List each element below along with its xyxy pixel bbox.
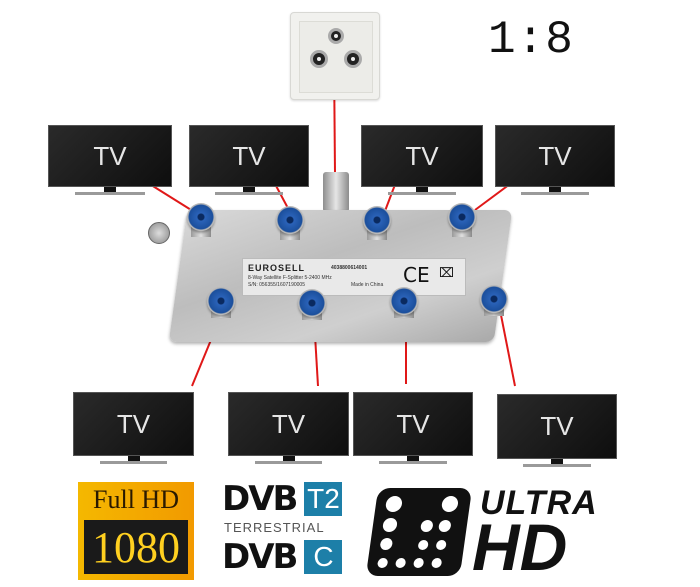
output-port-5 — [207, 287, 235, 315]
full-hd-1080-logo: Full HD 1080 — [78, 482, 194, 580]
tv-screen: TV — [353, 392, 473, 456]
tv-5: TV — [73, 392, 194, 464]
output-port-7 — [390, 287, 418, 315]
tv-6: TV — [228, 392, 349, 464]
tv-stand — [523, 464, 591, 467]
line-tv1 — [147, 182, 197, 214]
tv-1: TV — [48, 125, 172, 195]
brand-name: EUROSELL — [248, 263, 306, 273]
splitter-input-port — [323, 172, 349, 212]
tv-8: TV — [497, 394, 617, 467]
ean-code: 4038800614001 — [331, 265, 368, 271]
dvb-c-logo: DVB C — [222, 537, 343, 577]
output-port-1 — [187, 203, 215, 231]
tv-screen: TV — [361, 125, 483, 187]
terrestrial-text: TERRESTRIAL — [224, 520, 325, 535]
tv-7: TV — [353, 392, 473, 464]
tv-2: TV — [189, 125, 309, 195]
tv-stand — [521, 192, 589, 195]
tv-stand — [387, 192, 457, 195]
output-port-2 — [276, 206, 304, 234]
output-port-3 — [363, 206, 391, 234]
sat-port-icon — [328, 28, 344, 44]
ultra-text: ULTRA — [480, 484, 598, 522]
output-port-6 — [298, 289, 326, 317]
ultra-hd-logo: ULTRA HD — [365, 484, 622, 584]
split-ratio-label: 1:8 — [488, 14, 574, 66]
tv-port-icon — [310, 50, 328, 68]
tv-stand — [99, 461, 168, 464]
weee-bin-icon: ⌧ — [439, 265, 454, 280]
tv-stand — [379, 461, 447, 464]
tv-screen: TV — [48, 125, 172, 187]
tv-3: TV — [361, 125, 483, 195]
c-badge: C — [304, 540, 343, 574]
ultra-hd-dots-icon — [365, 488, 473, 576]
wall-socket-plate — [299, 21, 373, 93]
tv-stand — [75, 192, 145, 195]
origin-text: Made in China — [351, 282, 384, 288]
antenna-wall-socket — [290, 12, 380, 100]
product-description: 8-Way Satellite F-Splitter 5-2400 MHz — [248, 275, 332, 281]
output-port-4 — [448, 203, 476, 231]
serial-number: S/N: 056355/1607190005 — [248, 282, 305, 288]
resolution-1080-text: 1080 — [84, 520, 188, 574]
dvb-t2-logo: DVB T2 — [222, 479, 343, 519]
ce-mark-icon: CE — [403, 263, 430, 287]
tv-stand — [254, 461, 323, 464]
line-tv8 — [499, 309, 516, 387]
tv-stand — [215, 192, 283, 195]
full-hd-text: Full HD — [78, 482, 194, 518]
output-port-8 — [480, 285, 508, 313]
hd-text: HD — [472, 510, 568, 584]
t2-badge: T2 — [304, 482, 343, 516]
tv-screen: TV — [73, 392, 194, 456]
tv-screen: TV — [497, 394, 617, 459]
tv-screen: TV — [228, 392, 349, 456]
ground-screw-icon — [148, 222, 170, 244]
radio-port-icon — [344, 50, 362, 68]
tv-4: TV — [495, 125, 615, 195]
tv-screen: TV — [189, 125, 309, 187]
dvb-logos: DVB T2 TERRESTRIAL DVB C — [222, 479, 354, 580]
tv-screen: TV — [495, 125, 615, 187]
splitter-label: EUROSELL 8-Way Satellite F-Splitter 5-24… — [242, 258, 466, 296]
